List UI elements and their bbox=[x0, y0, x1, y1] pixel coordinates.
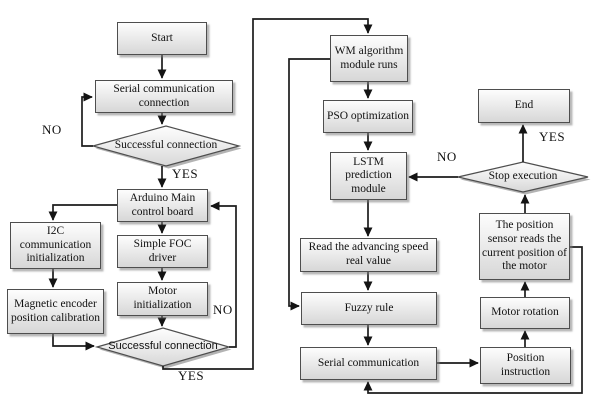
node-pso-optimization-label: PSO optimization bbox=[326, 109, 410, 122]
node-lstm-prediction-module: LSTM prediction module bbox=[330, 152, 407, 200]
node-fuzzy-rule-label: Fuzzy rule bbox=[344, 301, 394, 314]
node-serial-communication: Serial communication bbox=[300, 347, 437, 380]
edge-positionsensor-feedback-to-serialcomm bbox=[363, 246, 583, 394]
edge-wm-to-fuzzy-loop bbox=[288, 58, 330, 311]
node-arduino-main-control-board-label: Arduino Main control board bbox=[129, 191, 196, 218]
edge-magnetic-to-decision2 bbox=[52, 334, 95, 351]
node-motor-rotation: Motor rotation bbox=[480, 297, 570, 329]
node-serial-communication-label: Serial communication bbox=[317, 356, 420, 369]
edge-label-no-1: NO bbox=[42, 122, 62, 137]
node-simple-foc-driver: Simple FOC driver bbox=[117, 235, 208, 268]
node-i2c-communication-initialization-label: I2C communication initialization bbox=[19, 225, 92, 265]
node-position-sensor-reads: The position sensor reads the current po… bbox=[479, 213, 570, 280]
node-motor-initialization: Motor initialization bbox=[117, 282, 208, 316]
edge-label-yes-3: YES bbox=[539, 129, 566, 144]
edge-decision1-no-loop bbox=[81, 92, 93, 147]
edge-decision2-no-to-arduino bbox=[210, 201, 237, 348]
node-magnetic-encoder-position-calibration-label: Magnetic encoder position calibration bbox=[10, 297, 101, 324]
node-fuzzy-rule: Fuzzy rule bbox=[301, 292, 437, 325]
node-position-instruction-label: Position instruction bbox=[500, 351, 551, 378]
node-i2c-communication-initialization: I2C communication initialization bbox=[10, 222, 101, 269]
node-magnetic-encoder-position-calibration: Magnetic encoder position calibration bbox=[7, 289, 104, 334]
decision-stop-execution bbox=[457, 161, 589, 193]
node-simple-foc-driver-label: Simple FOC driver bbox=[133, 237, 192, 264]
node-wm-algorithm-module-runs-label: WM algorithm module runs bbox=[334, 44, 404, 71]
edge-arduino-to-i2c bbox=[48, 204, 117, 221]
node-arduino-main-control-board: Arduino Main control board bbox=[117, 189, 208, 222]
edge-label-yes-1: YES bbox=[172, 166, 199, 181]
node-serial-communication-connection: Serial communication connection bbox=[95, 80, 233, 113]
node-motor-rotation-label: Motor rotation bbox=[491, 306, 559, 319]
edge-decision2-yes-to-wm bbox=[162, 18, 373, 370]
edge-label-yes-2: YES bbox=[178, 368, 205, 383]
edge-label-no-3: NO bbox=[437, 149, 457, 164]
node-start: Start bbox=[117, 22, 207, 55]
node-position-instruction: Position instruction bbox=[480, 347, 571, 384]
decision-successful-connection-2 bbox=[94, 327, 232, 367]
node-wm-algorithm-module-runs: WM algorithm module runs bbox=[330, 35, 408, 82]
node-serial-communication-connection-label: Serial communication connection bbox=[113, 82, 215, 109]
node-pso-optimization: PSO optimization bbox=[323, 100, 413, 133]
node-end: End bbox=[478, 89, 570, 123]
node-read-advancing-speed-label: Read the advancing speed real value bbox=[308, 241, 429, 267]
node-read-advancing-speed: Read the advancing speed real value bbox=[300, 238, 437, 272]
decision-successful-connection-1 bbox=[90, 125, 242, 167]
node-motor-initialization-label: Motor initialization bbox=[133, 285, 192, 311]
node-end-label: End bbox=[514, 99, 534, 112]
node-position-sensor-reads-label: The position sensor reads the current po… bbox=[482, 219, 567, 273]
node-start-label: Start bbox=[151, 31, 173, 44]
node-lstm-prediction-module-label: LSTM prediction module bbox=[345, 155, 392, 195]
edge-label-no-2: NO bbox=[213, 302, 233, 317]
